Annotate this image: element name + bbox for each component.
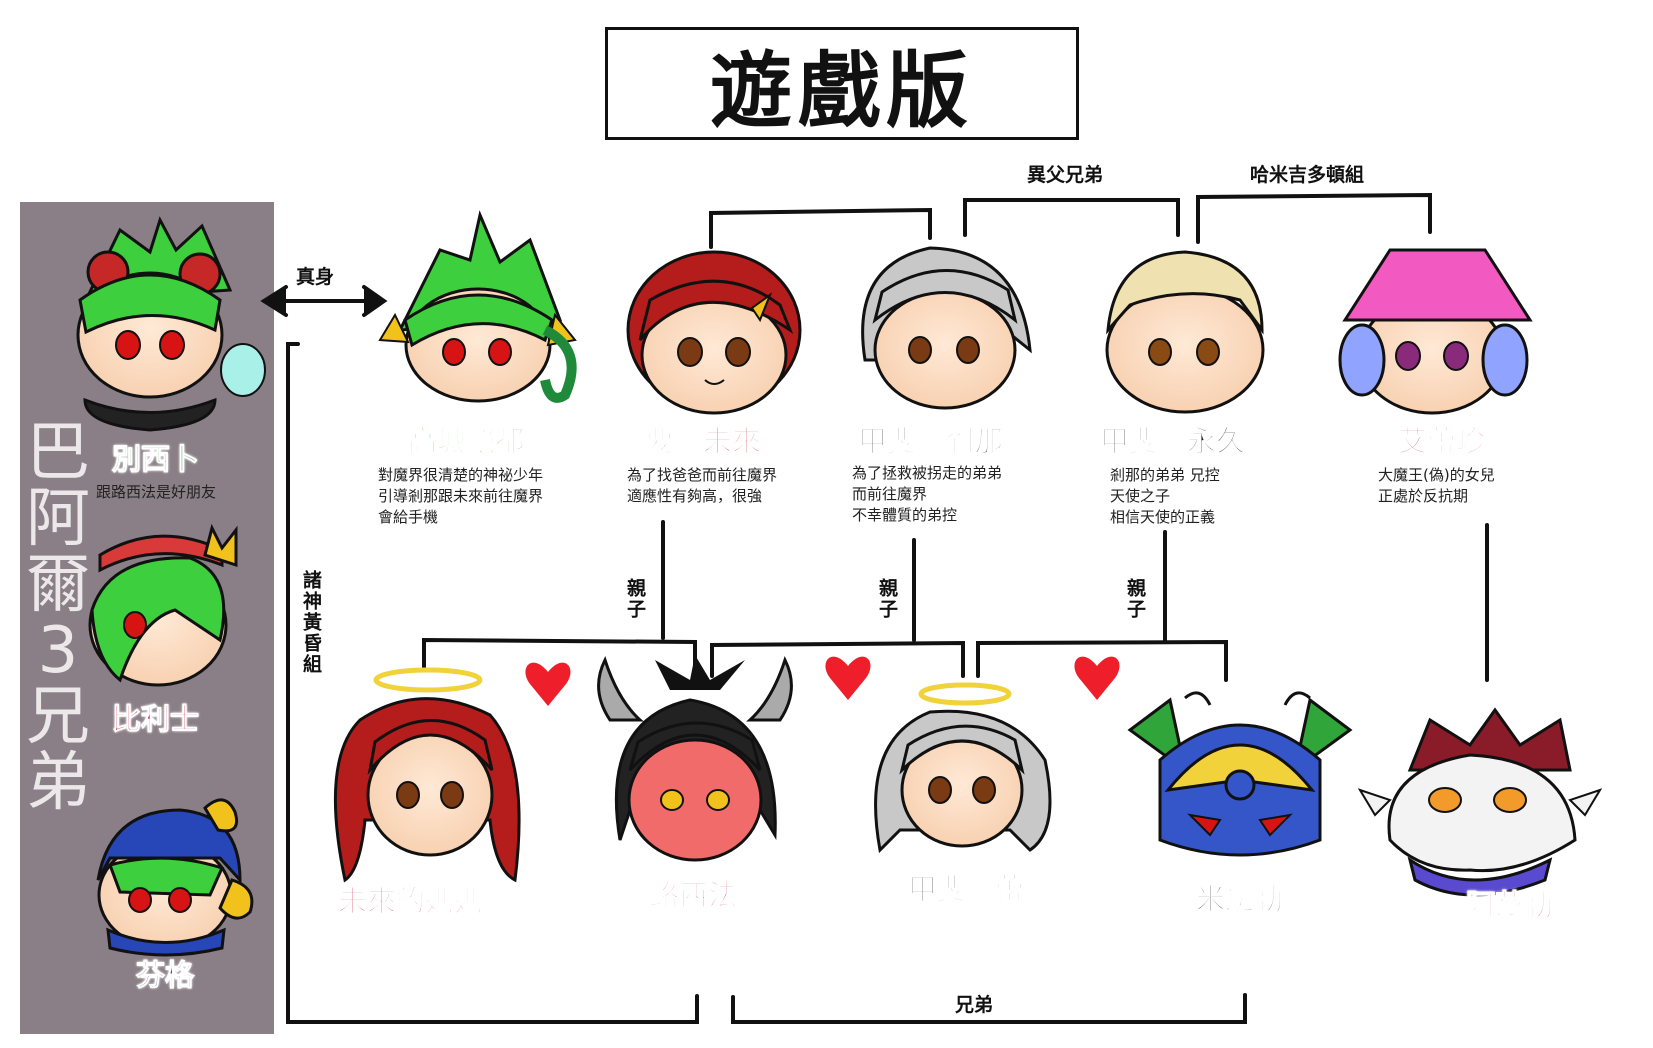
sidebar-title: 巴阿爾3兄弟 [26, 416, 90, 820]
label-hamigido-group: 哈米吉多頓組 [1250, 164, 1365, 186]
name-rei: 甲斐 蕾 [907, 872, 1025, 907]
red-hair-girl-icon [626, 250, 802, 415]
name-beelzebub: 別西卜 [111, 442, 200, 477]
desc-airen-0: 大魔王(偽)的女兒 [1378, 466, 1495, 484]
name-lucifer: 路西法 [649, 878, 738, 913]
setsuna-parents-bracket [710, 640, 965, 678]
towa-parents-bracket [976, 639, 1228, 682]
haloed-red-hair-woman-icon [333, 667, 521, 883]
page-title: 遊戲版 [709, 44, 974, 139]
desc-towa-1: 天使之子 [1110, 487, 1171, 505]
label-parent-child-towa: 親子 [1124, 578, 1146, 620]
half-brothers-bracket [963, 198, 1180, 237]
green-hair-boy-icon [378, 210, 577, 403]
silver-hair-boy-icon [861, 246, 1032, 410]
green-haired-demon-icon [76, 216, 266, 432]
twilight-group-line [286, 342, 699, 1024]
desc-takagi-2: 會給手機 [378, 508, 439, 526]
heart-icon [525, 662, 571, 706]
heart-icon [1074, 656, 1120, 700]
kaname-setsuna-bracket [709, 207, 932, 249]
name-airen: 艾蕾珍 [1397, 424, 1486, 459]
desc-setsuna-0: 為了拯救被拐走的弟弟 [852, 464, 1003, 482]
desc-airen-1: 正處於反抗期 [1378, 487, 1469, 505]
name-setsuna: 甲斐 剎那 [857, 424, 1004, 459]
desc-takagi-0: 對魔界很清楚的神祕少年 [378, 466, 544, 484]
heart-icon [825, 656, 871, 700]
name-kaname: 要 未來 [644, 424, 762, 459]
name-takagi: 高城絕都 [407, 424, 525, 459]
pink-hat-girl-icon [1338, 248, 1533, 415]
winged-helmet-angel-icon [1127, 691, 1353, 857]
horned-demon-icon [597, 655, 793, 862]
hamigido-bracket [1196, 192, 1432, 244]
masked-monster-icon [1357, 707, 1603, 897]
desc-setsuna-2: 不幸體質的弟控 [852, 506, 958, 524]
blonde-boy-icon [1105, 250, 1265, 414]
desc-kaname-0: 為了找爸爸而前往魔界 [627, 466, 778, 484]
desc-setsuna-1: 而前往魔界 [852, 485, 928, 503]
brothers-bracket [731, 993, 1247, 1024]
label-parent-child-setsuna: 親子 [876, 578, 898, 620]
name-michael: 米迦勒 [1195, 882, 1284, 917]
title-box: 遊戲版 [605, 27, 1079, 140]
name-fenrir: 芬格 [135, 958, 195, 993]
label-true-form: 真身 [296, 266, 335, 288]
blue-hood-green-hair-icon [96, 798, 254, 957]
label-parent-child-kaname: 親子 [624, 578, 646, 620]
desc-kaname-1: 適應性有夠高，很強 [627, 487, 763, 505]
name-azrael: 阿茲勒 [1465, 888, 1554, 923]
label-twilight-group: 諸神黃昏組 [300, 570, 322, 675]
true-form-arrow-head-right [362, 285, 388, 317]
haloed-silver-hair-woman-icon [874, 682, 1052, 854]
desc-beelzebub-0: 跟路西法是好朋友 [96, 483, 217, 501]
desc-towa-0: 剎那的弟弟 兄控 [1110, 466, 1220, 484]
connector-lines [260, 192, 1489, 1024]
name-mirai-mom: 未來的媽媽 [337, 884, 484, 919]
desc-takagi-1: 引導剎那跟未來前往魔界 [378, 487, 544, 505]
true-form-arrow-head-left [260, 285, 288, 317]
desc-towa-2: 相信天使的正義 [1110, 508, 1216, 526]
crowned-green-hair-icon [88, 523, 238, 687]
label-brothers: 兄弟 [955, 994, 994, 1016]
hearts [525, 656, 1120, 706]
label-half-brothers: 異父兄弟 [1027, 164, 1104, 186]
name-bilis: 比利士 [111, 702, 200, 737]
name-towa: 甲斐 永久 [1099, 424, 1246, 459]
